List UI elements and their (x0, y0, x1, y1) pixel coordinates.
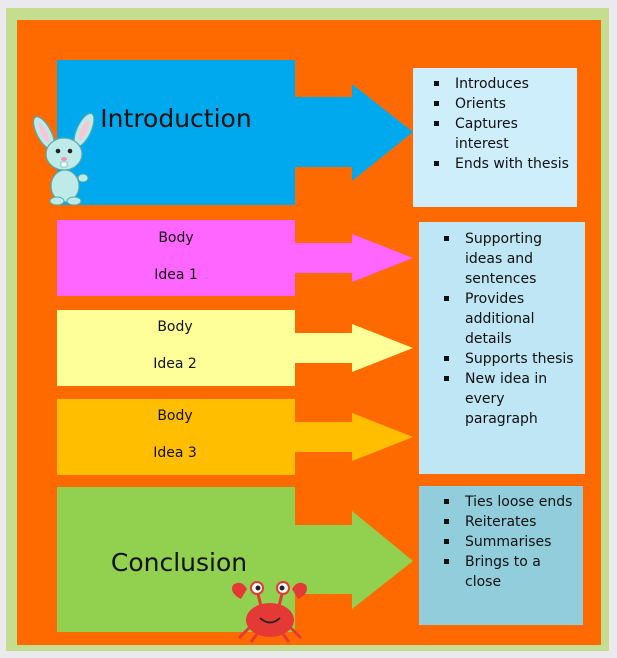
list-item: Ties loose ends (439, 492, 577, 512)
list-item: Captures interest (429, 114, 569, 154)
introduction-block (57, 60, 413, 205)
list-item: Reiterates (439, 512, 577, 532)
conclusion-panel: Ties loose ends Reiterates Summarises Br… (419, 486, 583, 625)
body1-line1: Body (158, 230, 194, 246)
list-item: Introduces (429, 74, 569, 94)
body3-line1: Body (157, 408, 193, 424)
conclusion-title: Conclusion (110, 548, 248, 577)
body3-line2: Idea 3 (153, 445, 197, 461)
diagram-shapes (32, 60, 413, 643)
body3-block (57, 399, 413, 475)
body3-label: Body Idea 3 (57, 398, 293, 472)
body2-block (57, 310, 413, 386)
introduction-title: Introduction (100, 104, 252, 133)
list-item: Ends with thesis (429, 154, 569, 174)
frame-border: Introduction Body Idea 1 Body Idea 2 Bod… (6, 8, 609, 651)
list-item: Summarises (439, 532, 577, 552)
bunny-icon (32, 112, 95, 206)
list-item: Provides additional details (439, 289, 579, 349)
introduction-panel: Introduces Orients Captures interest End… (413, 68, 577, 207)
body-list: Supporting ideas and sentences Provides … (439, 229, 579, 429)
list-item: Supporting ideas and sentences (439, 229, 579, 289)
list-item: Orients (429, 94, 569, 114)
body2-label: Body Idea 2 (57, 309, 293, 383)
body1-line2: Idea 1 (154, 267, 198, 283)
body-panel: Supporting ideas and sentences Provides … (419, 222, 585, 474)
conclusion-block (57, 487, 413, 632)
list-item: Supports thesis (439, 349, 579, 369)
diagram-canvas: Introduction Body Idea 1 Body Idea 2 Bod… (17, 20, 601, 645)
list-item: New idea in every paragraph (439, 369, 579, 429)
body1-block (57, 220, 413, 296)
crab-icon (232, 581, 307, 643)
introduction-list: Introduces Orients Captures interest End… (429, 74, 569, 174)
body1-label: Body Idea 1 (57, 220, 295, 294)
conclusion-list: Ties loose ends Reiterates Summarises Br… (439, 492, 577, 592)
list-item: Brings to a close (439, 552, 577, 592)
body2-line1: Body (157, 319, 193, 335)
body2-line2: Idea 2 (153, 356, 197, 372)
